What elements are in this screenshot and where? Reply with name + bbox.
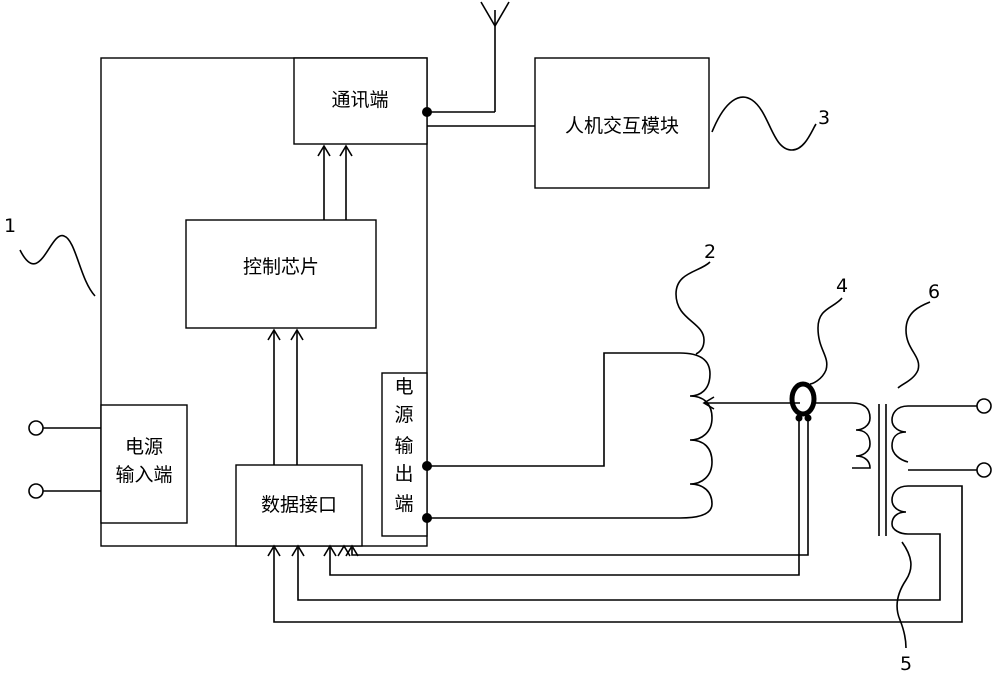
transformer-sense-winding-5 [273, 485, 963, 623]
callout-5 [896, 541, 912, 649]
comm-link-wires [422, 107, 535, 127]
power-output-char-5: 端 [394, 493, 413, 515]
transformer-primary [851, 402, 871, 469]
power-output-char-4: 出 [394, 463, 413, 485]
power-input-terminals [28, 420, 101, 499]
tapped-coil [679, 352, 800, 519]
power-output-char-3: 输 [394, 435, 413, 457]
data-interface-label: 数据接口 [261, 494, 337, 516]
callout-1 [19, 235, 96, 297]
transformer-core [878, 404, 887, 536]
power-input-label-line2: 输入端 [115, 464, 172, 486]
power-output-char-1: 电 [394, 376, 413, 398]
ref-number-1: 1 [4, 215, 16, 237]
ref-number-5: 5 [900, 653, 912, 675]
ref-number-6: 6 [928, 281, 940, 303]
antenna-icon [480, 1, 510, 112]
comm-port-label: 通讯端 [331, 89, 388, 111]
hmi-module-box [534, 57, 710, 189]
data-input-arrowheads [267, 544, 359, 557]
control-chip-box [185, 219, 377, 329]
comm-port-box [293, 57, 428, 145]
power-output-box [381, 372, 428, 537]
callout-6 [897, 301, 931, 389]
power-output-wires [422, 352, 680, 523]
transformer-secondary-6 [891, 398, 992, 478]
current-sensor-ring [789, 381, 852, 417]
ref-number-3: 3 [818, 107, 830, 129]
power-input-box [100, 404, 188, 524]
callout-2 [675, 261, 711, 355]
sensor-leads [329, 414, 812, 576]
power-output-char-2: 源 [394, 404, 413, 426]
callout-3 [711, 96, 817, 151]
ref-number-2: 2 [704, 241, 716, 263]
control-chip-label: 控制芯片 [243, 256, 319, 278]
chip-to-comm-arrows [317, 144, 353, 220]
data-to-chip-arrows [267, 328, 304, 465]
callout-4 [809, 297, 843, 385]
ref-number-4: 4 [836, 275, 848, 297]
power-input-label-line1: 电源 [125, 436, 163, 458]
data-interface-box [235, 464, 363, 547]
hmi-module-label: 人机交互模块 [565, 115, 679, 137]
